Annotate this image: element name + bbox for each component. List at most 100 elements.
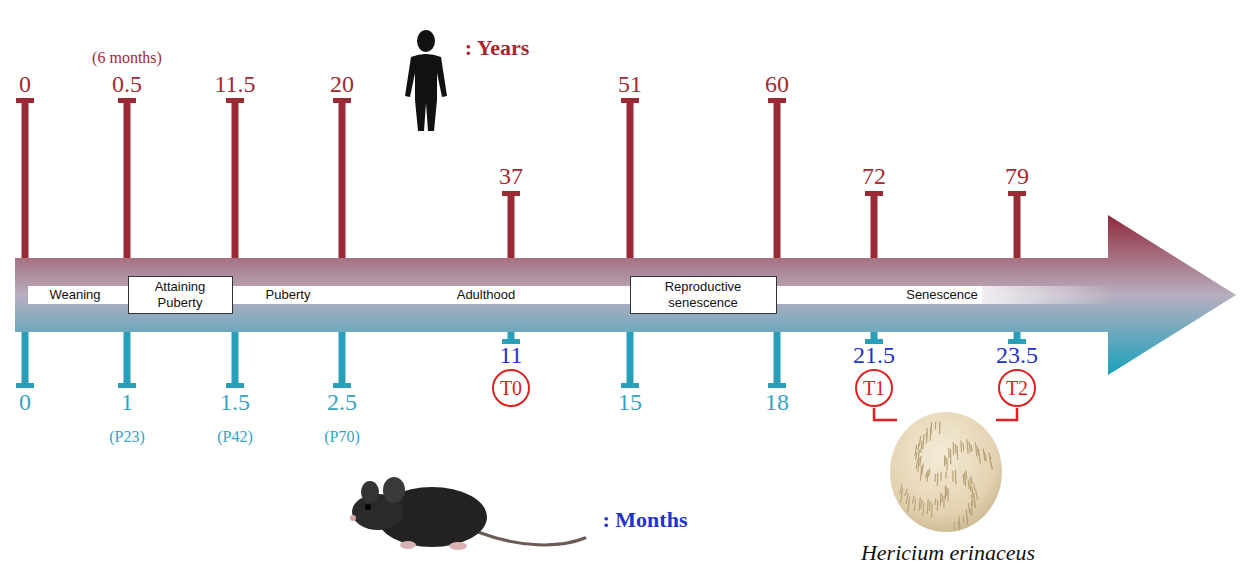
mushroom-spine xyxy=(940,493,941,505)
tick-bar xyxy=(871,193,878,258)
tick-cap xyxy=(768,383,786,388)
human-icon xyxy=(405,30,447,131)
axis-unit: : Months xyxy=(603,507,688,532)
label-box: 1 xyxy=(121,389,133,415)
tick-cap xyxy=(333,383,351,388)
mushroom-spine xyxy=(971,477,972,484)
tick-cap xyxy=(16,383,34,388)
mushroom-spine xyxy=(962,516,964,522)
stage-label: Puberty xyxy=(262,286,315,304)
mushroom-spine xyxy=(974,493,975,507)
mushroom-spine xyxy=(970,479,971,491)
stage-name: Weaning xyxy=(49,287,100,303)
stage-name: Attaining Puberty xyxy=(133,279,228,310)
label-box: (P23) xyxy=(109,428,145,446)
stage-name: Adulthood xyxy=(457,287,516,303)
mouse-icon xyxy=(350,477,585,550)
label-box: 0.5 xyxy=(112,71,142,97)
mushroom-spine xyxy=(971,445,972,451)
mushroom-spine xyxy=(946,488,947,496)
label-box: 15 xyxy=(618,389,642,415)
axis-value: 2.5 xyxy=(327,389,357,415)
mushroom-spine xyxy=(974,484,975,490)
mushroom-spine xyxy=(931,504,933,517)
tick-bar xyxy=(627,100,634,258)
mushroom-spine xyxy=(954,522,956,530)
axis-value: 79 xyxy=(1005,163,1029,189)
mushroom-spine xyxy=(953,443,955,455)
label-box: 11.5 xyxy=(214,71,255,97)
tick-bar xyxy=(232,332,239,385)
timepoint-circle: T1 xyxy=(855,369,893,407)
label-box: 79 xyxy=(1005,163,1029,189)
mushroom-spine xyxy=(929,502,931,511)
mushroom-spine xyxy=(920,466,921,480)
label-box: 37 xyxy=(499,163,523,189)
mushroom-spine xyxy=(969,442,970,452)
tick-cap xyxy=(16,98,34,103)
mouse-paw xyxy=(449,542,467,550)
tick-bar xyxy=(774,332,781,385)
tick-bar xyxy=(124,332,131,385)
label-box: (6 months) xyxy=(92,49,162,67)
mouse-ear xyxy=(383,477,405,503)
mushroom-spine xyxy=(971,502,972,515)
label-box: 51 xyxy=(618,71,642,97)
mushroom-spine xyxy=(937,500,939,510)
axis-value: 11.5 xyxy=(214,71,255,97)
mushroom-spine xyxy=(944,456,945,466)
mushroom-spine xyxy=(922,464,923,474)
mushroom-spine xyxy=(940,472,941,480)
mushroom-spine xyxy=(945,457,946,463)
mushroom-spine xyxy=(972,487,973,498)
axis-value: 1.5 xyxy=(220,389,250,415)
mushroom-spine xyxy=(960,441,962,452)
label-box: 2.5 xyxy=(327,389,357,415)
mushroom-spine xyxy=(925,472,927,478)
axis-value: 1 xyxy=(121,389,133,415)
bracket-line xyxy=(874,408,897,420)
mushroom-spine xyxy=(908,497,910,511)
mushroom-spine xyxy=(983,449,985,461)
tick-bar xyxy=(22,100,29,258)
stage-label: Adulthood xyxy=(453,286,520,304)
mushroom-spine xyxy=(948,448,949,457)
stage-label: Senescence xyxy=(902,286,982,304)
axis-value: (6 months) xyxy=(92,49,162,66)
tick-bar xyxy=(1014,193,1021,258)
mushroom-spine xyxy=(923,435,924,449)
label-box: : Months xyxy=(603,508,688,532)
axis-value: 72 xyxy=(862,163,886,189)
mushroom-spine xyxy=(927,470,929,481)
mushroom-spine xyxy=(946,459,947,470)
axis-value: 37 xyxy=(499,163,523,189)
tick-bar xyxy=(339,100,346,258)
mushroom-spine xyxy=(979,449,981,463)
stage-box: Reproductive senescence xyxy=(630,276,777,313)
mushroom-spine xyxy=(970,509,971,516)
timepoint-circle: T0 xyxy=(492,369,530,407)
tick-cap xyxy=(226,383,244,388)
tick-cap xyxy=(865,191,883,196)
tick-bar xyxy=(124,100,131,258)
mushroom-spine xyxy=(955,444,957,452)
mushroom-spine xyxy=(968,481,969,489)
timepoint-circle: T2 xyxy=(998,369,1036,407)
mushroom-spine xyxy=(920,456,921,465)
stage-name: Senescence xyxy=(906,287,978,303)
axis-value: 0 xyxy=(19,389,31,415)
tick-cap xyxy=(1008,191,1026,196)
axis-value: 23.5 xyxy=(996,342,1038,368)
tick-cap xyxy=(118,383,136,388)
mushroom-spine xyxy=(952,471,954,481)
mushroom-spine xyxy=(927,500,929,514)
tick-cap xyxy=(621,98,639,103)
mushroom-spine xyxy=(955,470,957,484)
mushroom-spine xyxy=(957,446,959,459)
axis-value: 51 xyxy=(618,71,642,97)
timeline-arrow xyxy=(15,215,1236,375)
label-box: 0 xyxy=(19,71,31,97)
mushroom-spine xyxy=(977,446,979,455)
label-box: 0 xyxy=(19,389,31,415)
